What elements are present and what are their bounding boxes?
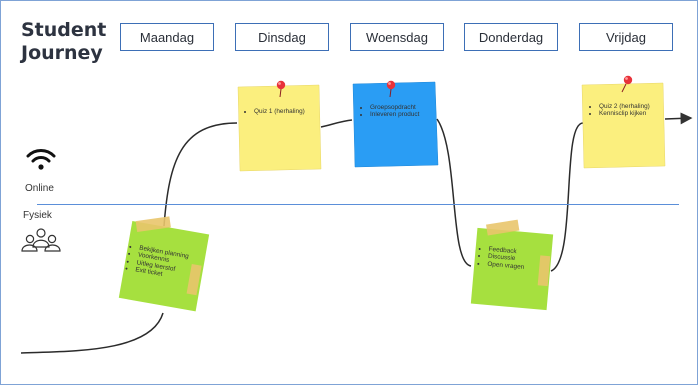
path-segment-monday-tuesday	[163, 122, 238, 227]
note-friday-list: Quiz 2 (herhaling) Kennisclip kijken	[590, 103, 650, 118]
title-line-2: Journey	[21, 42, 103, 64]
day-header-monday: Maandag	[120, 23, 214, 51]
day-header-friday: Vrijdag	[579, 23, 673, 51]
note-item: Quiz 1 (herhaling)	[254, 108, 305, 115]
sticky-note-wednesday	[352, 80, 439, 168]
path-segment-wednesday-thursday	[436, 118, 472, 267]
note-thursday-list: Feedback Discussie Open vragen	[478, 245, 526, 271]
sticky-note-tuesday	[237, 80, 322, 172]
note-wednesday-list: Groepsopdracht Inleveren product	[361, 104, 419, 119]
note-item: Inleveren product	[370, 111, 419, 118]
lane-label-online: Online	[25, 183, 54, 194]
note-item: Quiz 2 (herhaling)	[599, 103, 650, 110]
wifi-icon	[26, 149, 56, 170]
sticky-note-monday	[118, 216, 210, 312]
note-item: Kennisclip kijken	[599, 110, 650, 117]
lane-divider	[37, 204, 679, 205]
lane-label-fysiek: Fysiek	[23, 210, 52, 221]
day-header-thursday: Donderdag	[464, 23, 558, 51]
sticky-note-friday	[581, 75, 666, 169]
path-segment-thursday-friday	[550, 122, 584, 272]
note-item: Groepsopdracht	[370, 104, 419, 111]
path-segment-end-arrow	[664, 112, 693, 125]
note-tuesday-list: Quiz 1 (herhaling)	[245, 108, 305, 115]
day-header-tuesday: Dinsdag	[235, 23, 329, 51]
sticky-note-thursday	[470, 219, 554, 311]
path-segment-tuesday-wednesday	[320, 119, 353, 128]
path-segment-start	[20, 312, 164, 354]
board-title: Student Journey	[21, 19, 106, 65]
title-line-1: Student	[21, 19, 107, 41]
people-icon	[21, 228, 61, 252]
day-header-wednesday: Woensdag	[350, 23, 444, 51]
